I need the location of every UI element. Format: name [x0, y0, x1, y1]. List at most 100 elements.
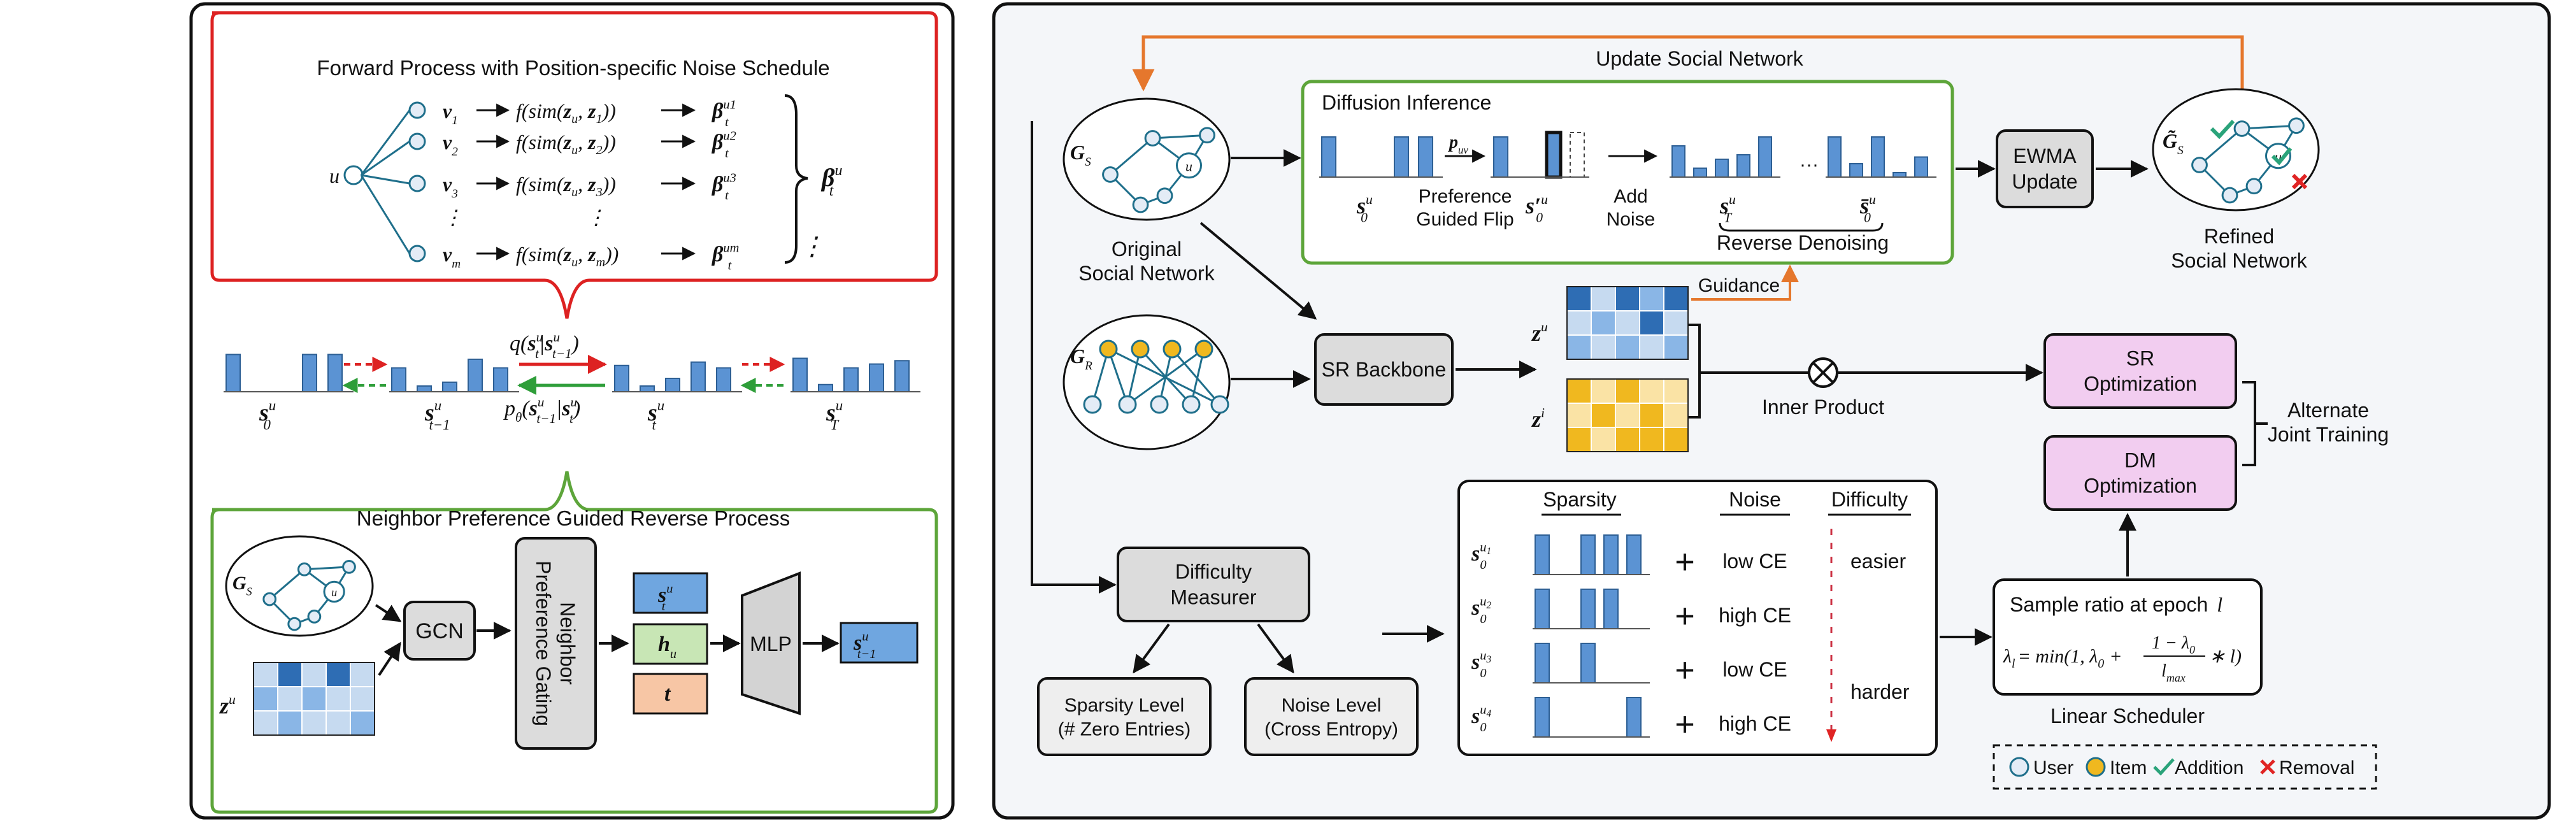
forward-process-title: Forward Process with Position-specific N…	[317, 56, 829, 80]
mlp-trapezoid	[741, 571, 801, 715]
matrix-cell	[301, 662, 327, 687]
mlp-label: MLP	[750, 633, 792, 655]
q-label: q(	[510, 332, 529, 355]
user-node	[307, 610, 322, 624]
sim-z: z	[563, 99, 572, 122]
diffusion-s0hat-label-base: s̄	[1859, 193, 1869, 218]
beta-position-base: β	[711, 99, 724, 123]
table-sample-label-supsub: 2	[1486, 600, 1491, 611]
diffusion-s0-label-sup: u	[1366, 192, 1373, 207]
user-node	[1118, 395, 1137, 414]
legend-frame	[1993, 744, 2377, 790]
item-graph-ellipse	[1063, 314, 1231, 450]
sim-post: ))	[604, 243, 619, 266]
graph-to-gcn-arrow	[375, 604, 402, 622]
state-label-2-sub: t	[652, 417, 656, 433]
edge	[2199, 127, 2243, 166]
refined-graph-ellipse	[2152, 88, 2320, 211]
diffusion-s0-bars	[1319, 136, 1443, 178]
matrix-cell	[1663, 334, 1689, 360]
beta-position-base: β	[711, 131, 724, 154]
frac-num: 1 − λ	[2152, 633, 2189, 653]
item-node	[1099, 340, 1118, 359]
ewma-box-text: EWMA	[2013, 145, 2077, 168]
bar	[1693, 168, 1707, 178]
table-sparsity-bars	[1533, 697, 1650, 738]
forward-user-node	[343, 165, 364, 185]
matrix-cell	[1663, 310, 1689, 336]
alternate-line2: Joint Training	[2268, 423, 2389, 446]
matrix-cell	[1566, 378, 1592, 404]
matrix-cell	[1639, 286, 1664, 311]
update-social-label: Update Social Network	[1596, 47, 1803, 70]
matrix-cell	[1663, 378, 1689, 404]
user-node	[2221, 187, 2238, 204]
formula-numerator: 1 − λ0	[2152, 633, 2195, 656]
diffusion-frame	[1301, 80, 1954, 265]
table-sample-label-supsub: 1	[1486, 546, 1491, 557]
beta-position-base: β	[711, 243, 724, 266]
item-graph-label: GR	[1070, 345, 1092, 373]
forward-neighbor-node	[408, 245, 426, 262]
output-label-base: s	[853, 631, 862, 655]
output-box	[840, 622, 919, 664]
right-zi-matrix	[1566, 378, 1689, 452]
legend-item-icon	[2086, 757, 2106, 777]
table-sparsity-bars	[1533, 534, 1650, 575]
input-t-label-base: t	[664, 682, 671, 706]
formula-plus: +	[2109, 646, 2122, 667]
puv-label-base: p	[1448, 132, 1458, 152]
add-line2: Noise	[1606, 209, 1656, 230]
bar	[1535, 534, 1550, 575]
p-s1-sub: t−1	[536, 411, 556, 426]
noise-value: low CE	[1722, 658, 1787, 681]
p-s2: s	[561, 397, 570, 420]
edge	[304, 566, 350, 571]
matrix-cell	[1615, 334, 1640, 360]
formula-eq-sub: 0	[2098, 657, 2104, 671]
sim-zi: z	[587, 131, 596, 154]
legend-addition-icon	[2153, 758, 2175, 776]
diffusion-sT-bars	[1670, 136, 1780, 178]
sr-optimization-box-text: Optimization	[2084, 373, 2197, 396]
input-hu-label-base: h	[658, 633, 670, 656]
harder-label: harder	[1850, 680, 1910, 703]
user-item-graph	[1083, 340, 1229, 414]
matrix-cell	[277, 710, 303, 736]
col-sparsity: Sparsity	[1543, 488, 1617, 511]
item-graph-label-sub: R	[1084, 359, 1092, 373]
refined-graph-label-sub: S	[2177, 144, 2184, 157]
sim-mid: ,	[578, 99, 588, 122]
plus-sign: +	[1675, 651, 1695, 689]
original-line2: Social Network	[1078, 262, 1215, 285]
edge	[2242, 124, 2297, 130]
edge	[1107, 348, 1129, 405]
input-st-box	[633, 572, 708, 614]
noise-level-box: Noise Level(Cross Entropy)	[1244, 677, 1419, 756]
sim-zs: u	[571, 185, 578, 199]
scheduler-title-text: Sample ratio at epoch	[2010, 593, 2208, 616]
joint-training-brace	[2242, 381, 2268, 466]
matrix-cell	[1615, 310, 1640, 336]
bar	[1849, 163, 1863, 178]
removal-cross-icon	[2291, 173, 2308, 190]
user-node	[2245, 178, 2263, 195]
gating-line2: Preference Gating	[532, 561, 555, 726]
matrix-cell	[253, 710, 278, 736]
similarity-expr: f(sim(zu, zm))	[516, 243, 619, 269]
forward-neighbor-node	[408, 101, 426, 119]
user-node-center	[2265, 143, 2291, 169]
sr-optimization-box-text: SR	[2126, 347, 2154, 370]
bar	[225, 354, 241, 392]
bar	[302, 354, 317, 392]
bar	[1828, 136, 1842, 178]
diffusion-sT-label-base: s	[1719, 193, 1729, 218]
item-node	[1163, 340, 1182, 359]
gcn-box-text: GCN	[415, 619, 464, 643]
p-bar: |	[556, 397, 562, 420]
